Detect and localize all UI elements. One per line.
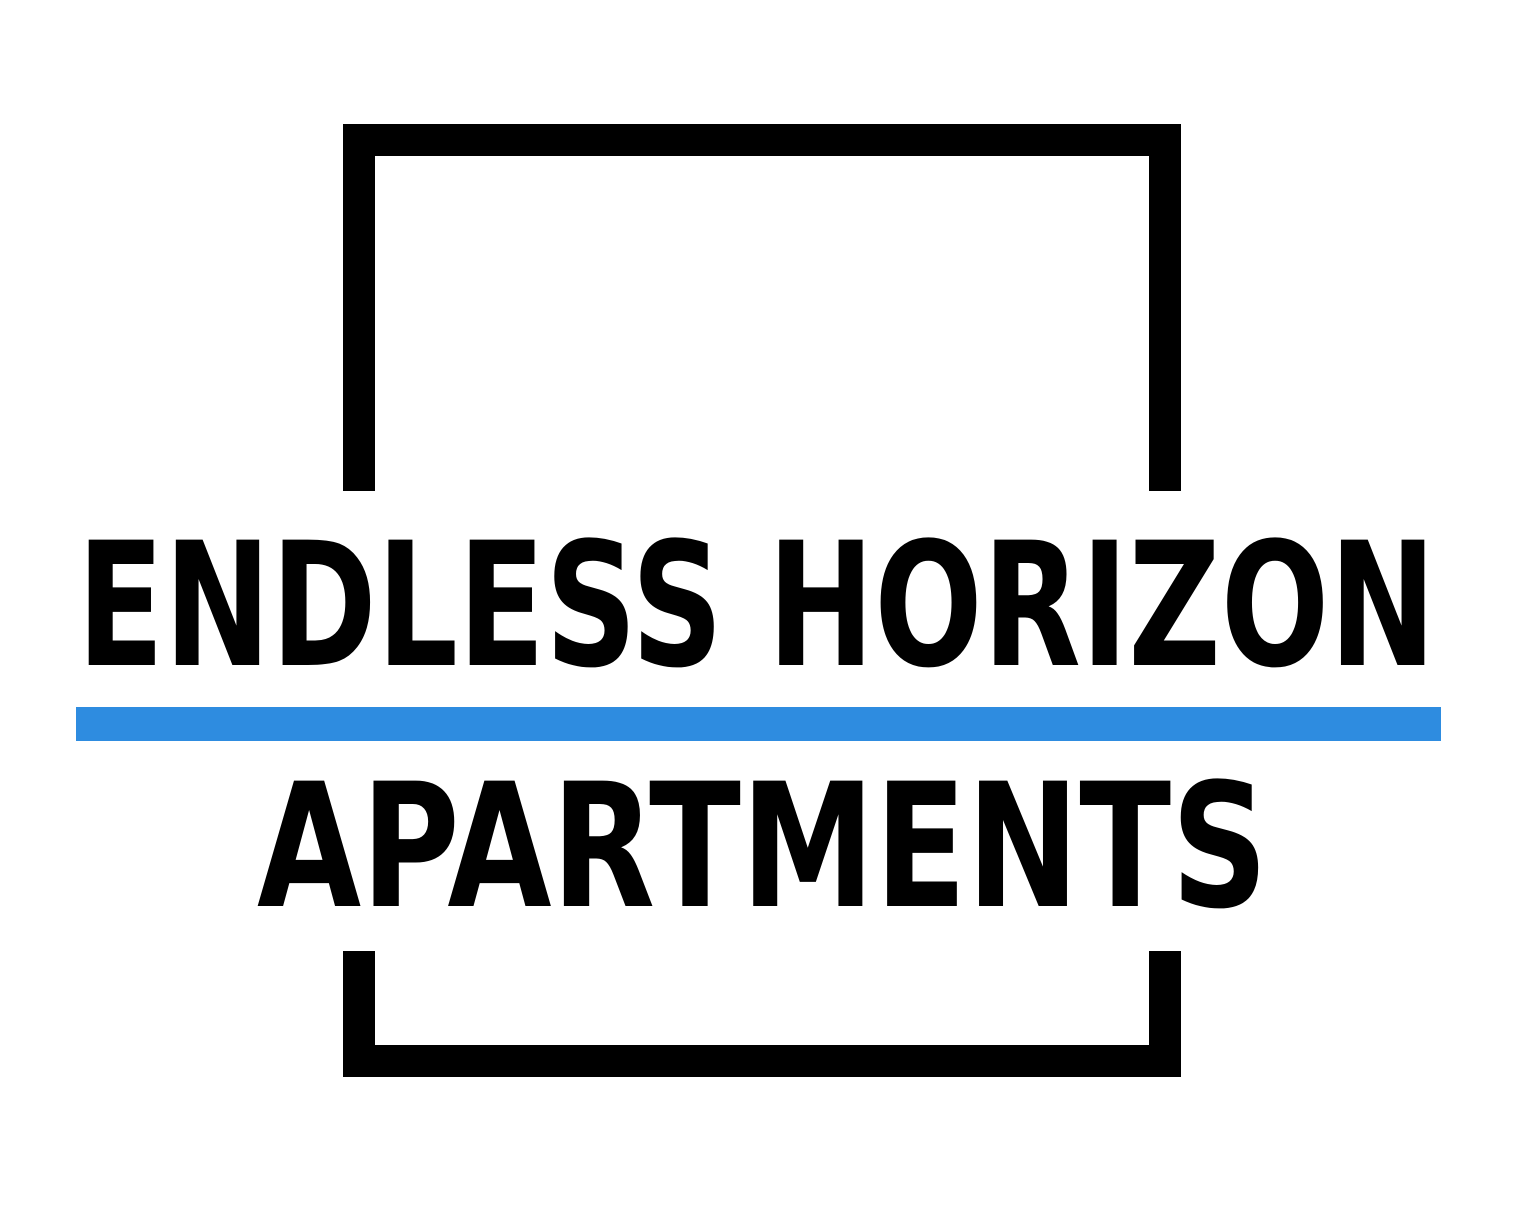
bracket-bottom-bar	[343, 1045, 1181, 1077]
bracket-top-right-leg	[1149, 124, 1181, 491]
logo-line-2: APARTMENTS	[257, 746, 1268, 947]
bracket-top-bar	[343, 124, 1181, 156]
logo-line-1: ENDLESS HORIZON	[77, 505, 1436, 706]
bracket-top-left-leg	[343, 124, 375, 491]
accent-divider-bar	[76, 707, 1441, 741]
bracket-bottom-left-leg	[343, 951, 375, 1077]
bracket-bottom-right-leg	[1149, 951, 1181, 1077]
